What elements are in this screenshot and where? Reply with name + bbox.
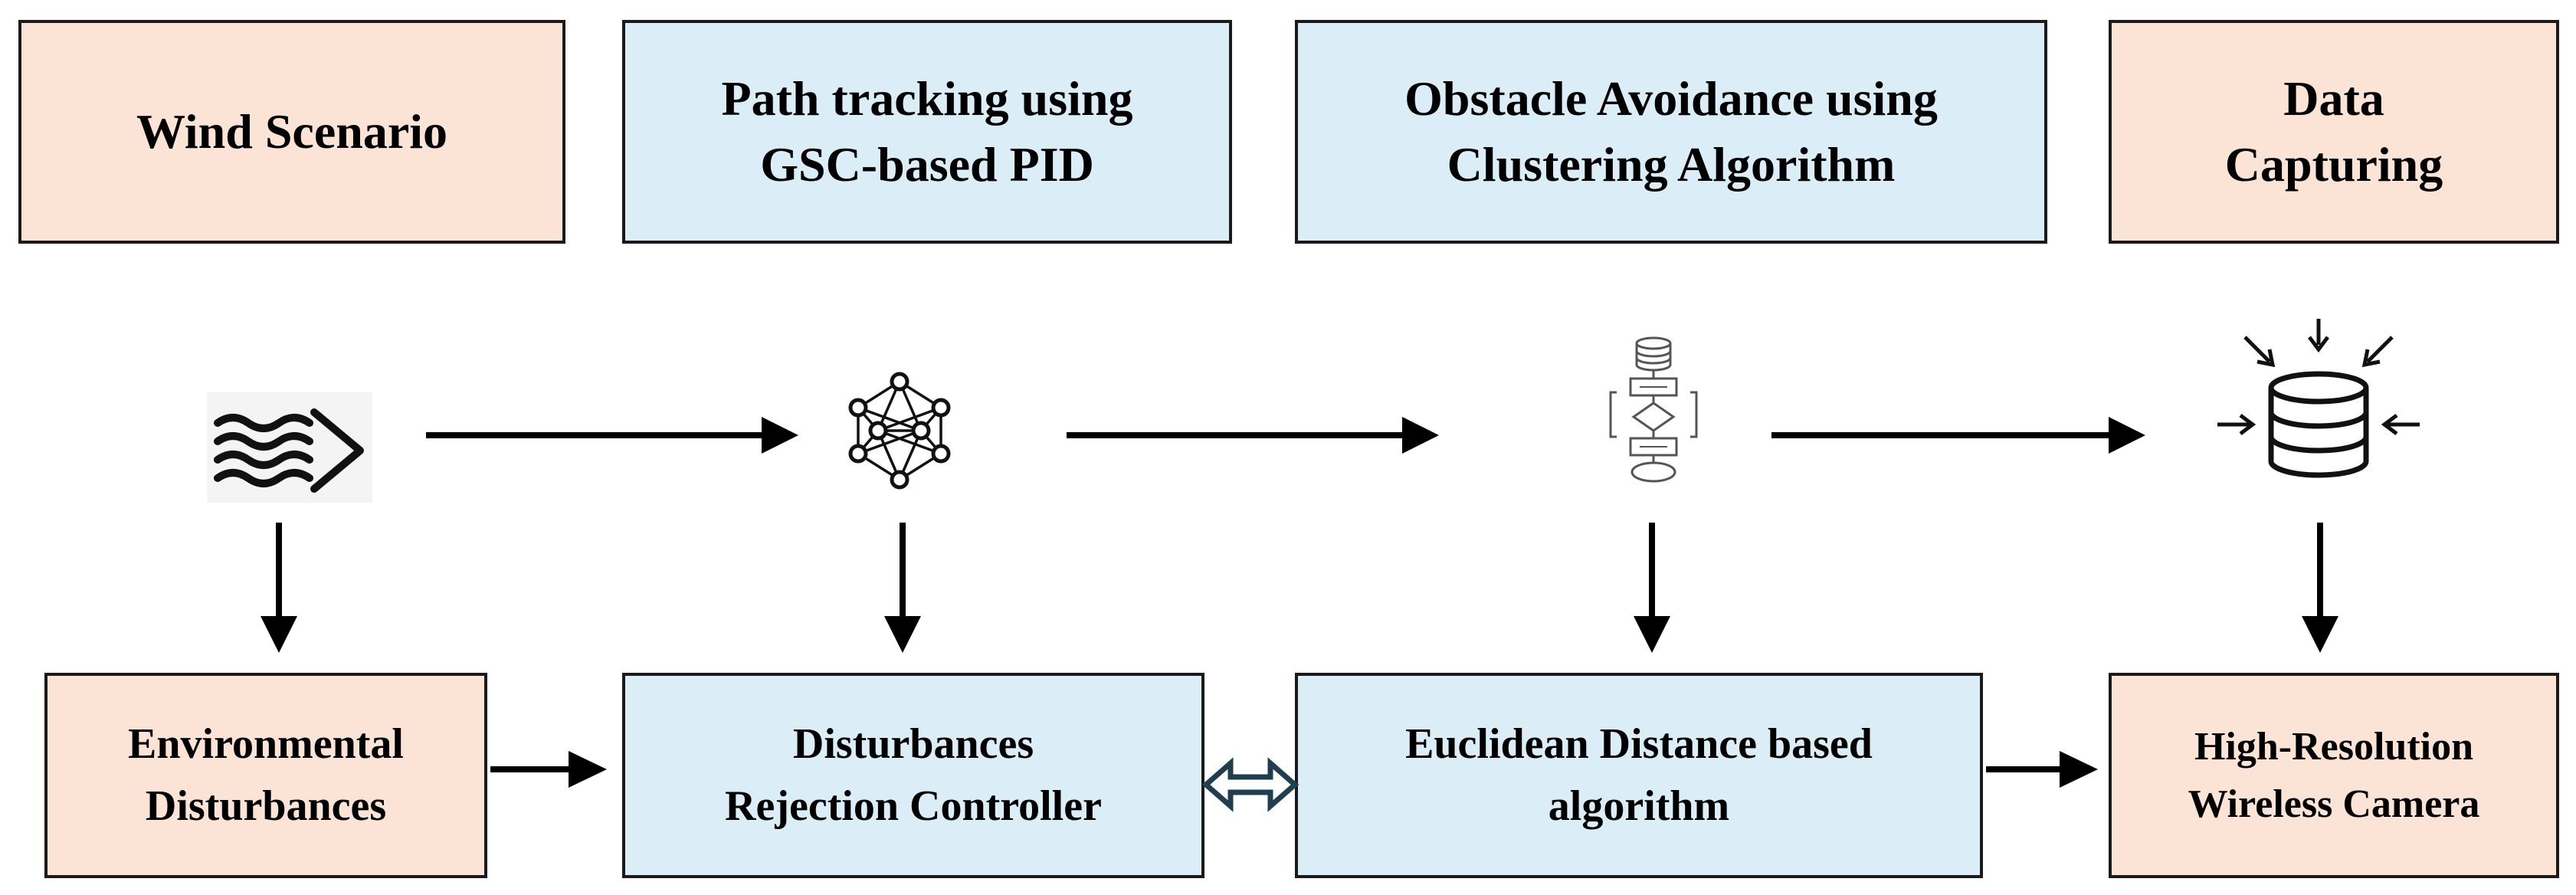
environmental-disturbances-box: Environmental Disturbances [44, 673, 487, 878]
obstacle-avoidance-box: Obstacle Avoidance using Clustering Algo… [1295, 20, 2047, 244]
euclidean-distance-box: Euclidean Distance based algorithm [1295, 673, 1983, 878]
flowchart-icon [1609, 336, 1698, 483]
disturbance-rejection-box: Disturbances Rejection Controller [622, 673, 1204, 878]
disturbance-rejection-label-line1: Disturbances [792, 720, 1034, 768]
data-capturing-box: Data Capturing [2109, 20, 2559, 244]
data-capturing-label-line2: Capturing [2224, 137, 2443, 192]
path-tracking-box: Path tracking using GSC-based PID [622, 20, 1232, 244]
wind-scenario-label: Wind Scenario [136, 103, 447, 159]
arrow-euclidean-to-camera [1986, 751, 2098, 788]
wind-icon [207, 392, 372, 503]
obstacle-avoidance-label-line1: Obstacle Avoidance using [1404, 70, 1938, 126]
camera-label-line2: Wireless Camera [2188, 782, 2480, 826]
data-collection-icon [2217, 319, 2420, 478]
arrow-wind-down [261, 523, 297, 653]
bidirectional-arrow [1201, 757, 1299, 812]
environmental-disturbances-label-line1: Environmental [128, 720, 404, 768]
arrow-wind-to-network [426, 417, 798, 454]
neural-network-icon [848, 372, 951, 490]
data-capturing-label-line1: Data [2283, 70, 2384, 126]
arrow-network-to-flowchart [1067, 417, 1439, 454]
camera-box: High-Resolution Wireless Camera [2109, 673, 2559, 878]
euclidean-distance-label-line2: algorithm [1548, 782, 1730, 830]
camera-label-line1: High-Resolution [2194, 724, 2474, 769]
arrow-environment-to-rejection [490, 751, 607, 788]
environmental-disturbances-label-line2: Disturbances [145, 782, 387, 830]
arrow-network-down [884, 523, 921, 653]
disturbance-rejection-label-line2: Rejection Controller [725, 782, 1102, 830]
path-tracking-label-line1: Path tracking using [721, 70, 1133, 126]
arrow-flowchart-down [1634, 523, 1670, 653]
path-tracking-label-line2: GSC-based PID [760, 137, 1094, 192]
arrow-database-down [2302, 523, 2338, 653]
obstacle-avoidance-label-line2: Clustering Algorithm [1447, 137, 1896, 192]
wind-scenario-box: Wind Scenario [18, 20, 565, 244]
arrow-flowchart-to-database [1771, 417, 2145, 454]
euclidean-distance-label-line1: Euclidean Distance based [1405, 720, 1873, 768]
